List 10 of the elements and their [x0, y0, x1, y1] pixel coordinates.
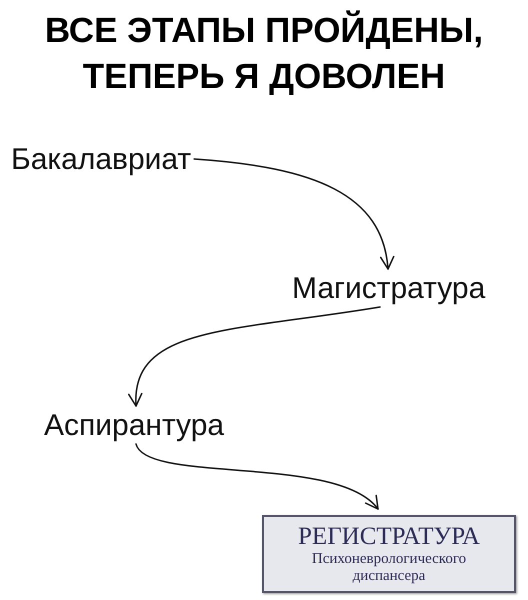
curved-arrow	[193, 158, 394, 270]
sign-subtitle: Психоневрологического диспансера	[310, 551, 468, 585]
stage-label: Магистратура	[292, 272, 486, 306]
registry-sign	[262, 515, 516, 593]
curved-arrow	[135, 443, 379, 510]
curved-arrow	[129, 306, 381, 407]
sign-heading: РЕГИСТРАТУРА	[298, 523, 480, 551]
stage-label: Бакалавриат	[11, 143, 192, 177]
stage-label: Аспирантура	[44, 409, 224, 443]
meme-title: ВСЕ ЭТАПЫ ПРОЙДЕНЫ, ТЕПЕРЬ Я ДОВОЛЕН	[44, 9, 484, 98]
